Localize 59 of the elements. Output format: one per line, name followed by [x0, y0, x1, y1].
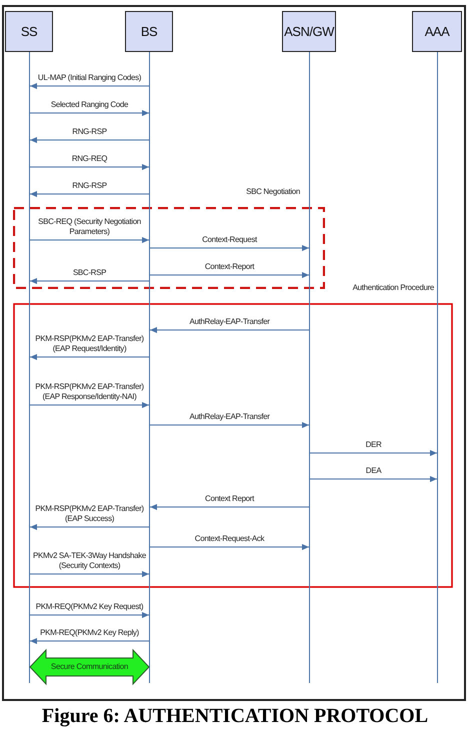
- participant-box: [5, 11, 53, 52]
- message-arrow: [30, 136, 149, 144]
- message-arrow: [30, 164, 149, 170]
- participant-box: [125, 11, 173, 52]
- message-label: PKMv2 SA-TEK-3Way Handshake (Security Contexts): [32, 551, 147, 571]
- group-label: SBC Negotiation: [246, 186, 300, 197]
- message-arrow: [30, 278, 149, 284]
- message-label: DEA: [366, 466, 382, 476]
- message-arrow: [30, 612, 149, 618]
- message-label: Context-Request-Ack: [194, 534, 264, 544]
- message-arrow: [30, 110, 149, 116]
- lifeline: [309, 52, 310, 683]
- message-arrow: [150, 272, 309, 278]
- message-label: RNG-RSP: [72, 127, 107, 137]
- message-label: RNG-RSP: [72, 181, 107, 191]
- message-arrow: [30, 236, 149, 244]
- message-arrow: [30, 524, 149, 530]
- message-arrow: [150, 504, 309, 510]
- message-arrow: [310, 476, 437, 482]
- message-arrow: [150, 244, 309, 252]
- message-arrow: [30, 354, 149, 360]
- message-label: PKM-RSP(PKMv2 EAP-Transfer) (EAP Request/Identity): [34, 334, 145, 354]
- participant-name: ASN/GW: [284, 24, 334, 39]
- message-label: AuthRelay-EAP-Transfer: [189, 317, 270, 327]
- double-arrow: [29, 648, 150, 686]
- message-label: Selected Ranging Code: [50, 100, 128, 110]
- figure-caption: Figure 6: AUTHENTICATION PROTOCOL: [42, 705, 428, 727]
- message-label: DER: [366, 440, 382, 450]
- message-label: PKM-REQ(PKMv2 Key Request): [36, 602, 144, 612]
- group-label: Authentication Procedure: [352, 282, 434, 293]
- message-arrow: [150, 544, 309, 550]
- participant-name: AAA: [424, 24, 450, 39]
- message-label: AuthRelay-EAP-Transfer: [189, 412, 270, 422]
- participant-box: [412, 11, 462, 52]
- arrow-label: Secure Communication: [50, 662, 128, 672]
- message-arrow: [310, 450, 437, 456]
- message-label: Context Report: [205, 494, 254, 504]
- message-label: PKM-RSP(PKMv2 EAP-Transfer) (EAP Response/Identity-NAI): [34, 382, 145, 402]
- message-arrow: [30, 190, 149, 198]
- message-label: UL-MAP (Initial Ranging Codes): [38, 73, 142, 83]
- lifeline: [149, 52, 150, 683]
- message-label: PKM-RSP(PKMv2 EAP-Transfer) (EAP Success): [34, 504, 145, 524]
- participant-box: [282, 11, 336, 52]
- message-label: Context-Report: [204, 262, 254, 272]
- message-arrow: [30, 638, 149, 644]
- message-arrow: [30, 402, 149, 408]
- message-label: SBC-REQ (Security Negotiation Parameters): [37, 217, 142, 237]
- message-arrow: [30, 570, 149, 578]
- message-label: SBC-RSP: [72, 268, 106, 278]
- lifeline: [437, 52, 438, 683]
- message-arrow: [150, 422, 309, 428]
- message-arrow: [150, 326, 309, 334]
- message-arrow: [30, 82, 149, 90]
- lifeline: [29, 52, 30, 683]
- message-label: RNG-REQ: [72, 154, 108, 164]
- message-label: PKM-REQ(PKMv2 Key Reply): [40, 628, 139, 638]
- participant-name: BS: [140, 24, 158, 39]
- participant-name: SS: [20, 24, 38, 39]
- message-label: Context-Request: [202, 235, 257, 245]
